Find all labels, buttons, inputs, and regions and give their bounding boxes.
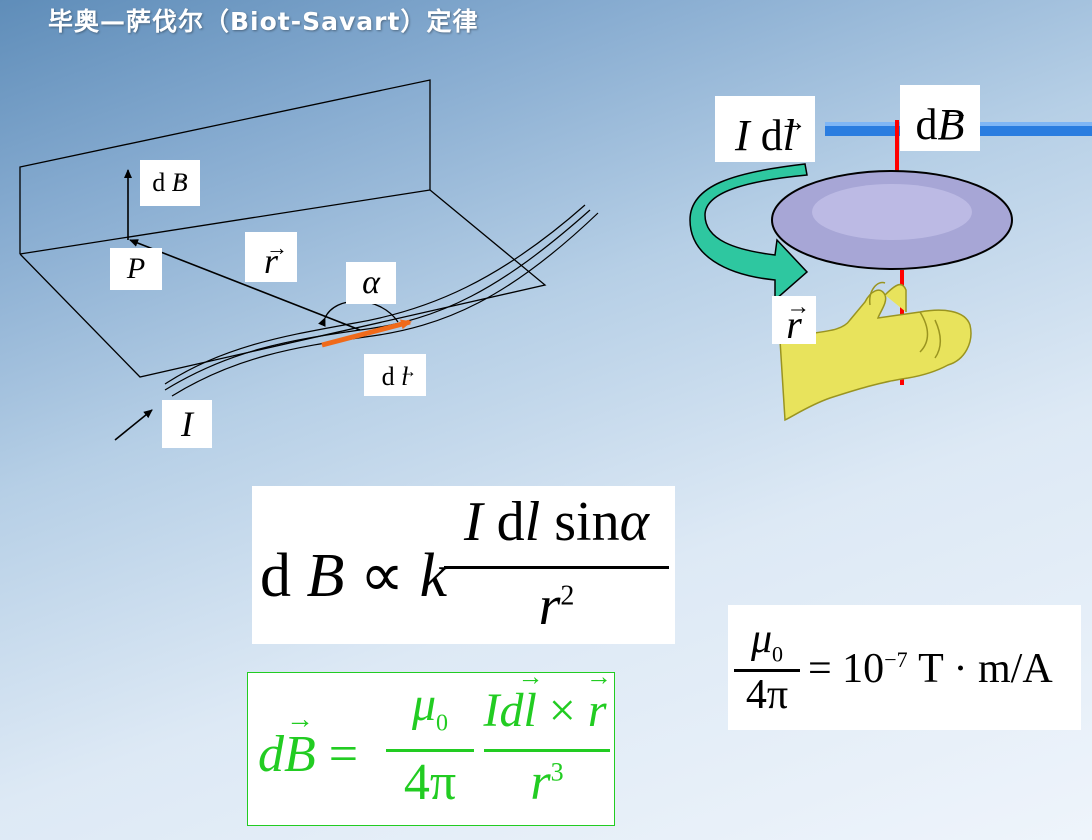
label-I: I [162,400,212,448]
label-P: P [110,248,162,290]
label-dl: d l→ [364,354,426,396]
r-vector-arrow [129,239,361,331]
slide-title: 毕奥—萨伐尔（Biot-Savart）定律 [48,7,479,36]
label-Idl: I dl→ [715,96,815,162]
label-dB: d B→ [140,160,200,206]
rotation-arrow [689,163,809,302]
biot-savart-geometry-diagram [19,79,599,441]
label-alpha: α [346,262,396,304]
horizontal-plane [19,189,547,378]
right-hand-icon [779,281,972,422]
vector-formula: dB→ = μ0 4π Idl→ × r→ r3 [247,662,615,826]
vertical-plane [19,79,431,254]
label-r: r→ [245,232,297,282]
alpha-angle-arc [318,300,399,327]
current-element-dl [321,319,412,348]
proportional-formula: d B ∝ k I dl sinα r2 [252,486,675,644]
constant-formula: μ0 4π = 10−7 T · m/A [728,605,1081,730]
right-hand-rule-diagram [689,120,1092,422]
label-dB-right: dB→ [900,85,980,151]
label-r-right: r→ [772,294,816,347]
current-wire [164,204,599,397]
current-direction-arrow [114,409,153,441]
